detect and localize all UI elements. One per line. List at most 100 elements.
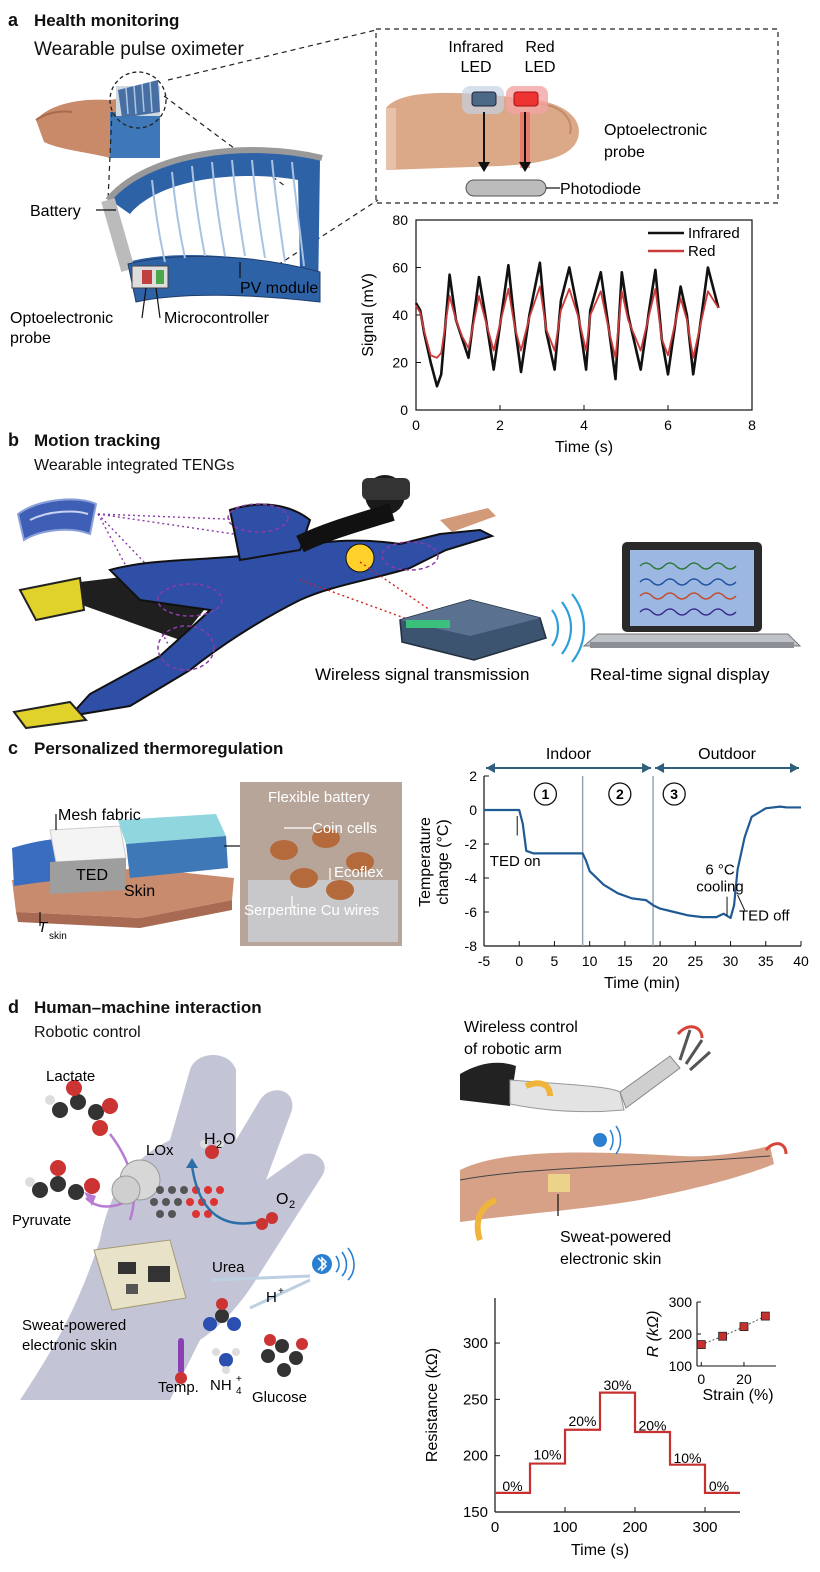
red-label-1: Red bbox=[525, 39, 554, 56]
inset-ytick-label: 300 bbox=[669, 1294, 693, 1310]
res-step-label: 30% bbox=[603, 1377, 631, 1393]
res-xlabel: Time (s) bbox=[571, 1542, 629, 1559]
res-series-line bbox=[495, 1391, 740, 1494]
ted-off-pointer bbox=[737, 894, 746, 911]
thermo-ytick-label: 2 bbox=[469, 768, 477, 784]
thermo-xtick-label: -5 bbox=[478, 953, 491, 969]
pulse-ytick-label: 60 bbox=[392, 260, 408, 276]
inset-data-point bbox=[696, 1340, 706, 1349]
inset-data-point bbox=[718, 1331, 728, 1341]
diver-figure bbox=[12, 475, 496, 730]
panel-a-subtitle: Wearable pulse oximeter bbox=[34, 39, 244, 60]
teng-patch bbox=[16, 498, 98, 542]
panel-b-letter: b bbox=[8, 430, 19, 450]
pulse-ytick-label: 20 bbox=[392, 355, 408, 371]
thermo-region-arrowhead bbox=[642, 763, 652, 773]
res-step-label: 20% bbox=[568, 1413, 596, 1429]
inset-ylabel: R (kΩ) bbox=[645, 1311, 662, 1358]
bluetooth-icon bbox=[312, 1247, 355, 1281]
pyruvate-molecule-icon bbox=[25, 1160, 100, 1200]
panel-c-letter: c bbox=[8, 738, 19, 758]
res-step-label: 10% bbox=[673, 1450, 701, 1466]
inset-data-point bbox=[739, 1322, 749, 1332]
wireless-control-label-2: of robotic arm bbox=[464, 1041, 562, 1058]
thermo-region-arrowhead bbox=[655, 763, 665, 773]
opto-probe-label-1: Optoelectronic bbox=[604, 122, 707, 139]
h2o-molecule-icon bbox=[200, 1140, 224, 1159]
ted-stack bbox=[12, 814, 240, 928]
thermo-ytick-label: -2 bbox=[465, 836, 478, 852]
pv-module-label: PV module bbox=[240, 280, 318, 297]
nh4-label: NH bbox=[210, 1377, 232, 1394]
infrared-label-1: Infrared bbox=[448, 39, 503, 56]
res-step-label: 10% bbox=[533, 1447, 561, 1463]
photodiode-label: Photodiode bbox=[560, 181, 641, 198]
serpentine-label: Serpentine Cu wires bbox=[244, 902, 379, 919]
pulse-xlabel: Time (s) bbox=[555, 439, 613, 456]
panel-a-letter: a bbox=[8, 10, 19, 30]
pulse-xtick-label: 4 bbox=[580, 417, 588, 433]
hplus-label: H bbox=[266, 1289, 277, 1306]
h2o-label-h: H bbox=[204, 1131, 216, 1148]
flexible-battery-photo bbox=[240, 782, 402, 946]
cooling-label-1: 6 °C bbox=[705, 862, 735, 879]
tskin-label: T bbox=[38, 919, 49, 936]
wrist-photo bbox=[35, 71, 167, 158]
res-ytick-label: 200 bbox=[463, 1448, 488, 1465]
photodiode bbox=[465, 179, 560, 197]
pulse-xtick-label: 8 bbox=[748, 417, 756, 433]
thermo-region-label: Outdoor bbox=[698, 746, 756, 763]
res-step-label: 0% bbox=[709, 1478, 729, 1494]
infrared-label-2: LED bbox=[460, 59, 491, 76]
pulse-series-red bbox=[415, 285, 720, 359]
thermo-xtick-label: 20 bbox=[652, 953, 668, 969]
tskin-subscript: skin bbox=[49, 931, 67, 942]
sweat-skin-right-label-1: Sweat-powered bbox=[560, 1229, 671, 1246]
res-ytick-label: 300 bbox=[463, 1335, 488, 1352]
res-xtick-label: 200 bbox=[622, 1519, 647, 1536]
inset-xtick-label: 0 bbox=[697, 1371, 705, 1387]
thermometer-icon bbox=[175, 1338, 187, 1384]
wireless-module bbox=[399, 599, 547, 661]
thermo-xtick-label: 0 bbox=[515, 953, 523, 969]
panel-c-illustration: Mesh fabric TED Skin T skin Flexible bat… bbox=[12, 782, 402, 946]
thermo-ytick-label: 0 bbox=[469, 802, 477, 818]
opto-probe-left-label-1: Optoelectronic bbox=[10, 310, 113, 327]
ted-label: TED bbox=[76, 867, 108, 884]
panel-c-title: Personalized thermoregulation bbox=[34, 739, 284, 758]
robotic-arm-illustration: Wireless control of robotic arm Sweat-po… bbox=[459, 1019, 788, 1268]
o2-label-o: O bbox=[276, 1191, 288, 1208]
panel-a-title: Health monitoring bbox=[34, 11, 180, 30]
panel-d-letter: d bbox=[8, 997, 19, 1017]
pulse-xtick-label: 6 bbox=[664, 417, 672, 433]
thermo-ylabel-1: Temperature bbox=[417, 817, 434, 907]
thermo-phase-marker bbox=[608, 782, 632, 806]
res-xtick-label: 300 bbox=[692, 1519, 717, 1536]
panel-a-illustration: Infrared LED Red LED Optoelectronic prob… bbox=[10, 28, 779, 347]
panel-b-illustration: Wireless signal transmission Real-time s… bbox=[12, 475, 802, 730]
forearm-photo bbox=[459, 1142, 788, 1241]
thermo-region-arrowhead bbox=[486, 763, 495, 773]
pulse-ytick-label: 80 bbox=[392, 212, 408, 228]
thermo-ytick-label: -8 bbox=[465, 938, 478, 954]
nh4-molecule-icon bbox=[212, 1348, 240, 1374]
wireless-waves-icon bbox=[551, 593, 585, 663]
thermo-xtick-label: 40 bbox=[793, 953, 809, 969]
oximeter-device bbox=[101, 147, 323, 303]
pulse-xtick-label: 0 bbox=[412, 417, 420, 433]
panel-b-title: Motion tracking bbox=[34, 431, 161, 450]
res-xtick-label: 100 bbox=[552, 1519, 577, 1536]
pulse-ytick-label: 40 bbox=[392, 307, 408, 323]
lactate-molecule-icon bbox=[45, 1080, 118, 1136]
hplus-sup: + bbox=[278, 1286, 284, 1297]
inset-data-point bbox=[760, 1311, 770, 1321]
thermo-xtick-label: 10 bbox=[582, 953, 598, 969]
temp-label: Temp. bbox=[158, 1379, 199, 1396]
urea-label: Urea bbox=[212, 1259, 245, 1276]
sweat-skin-label-2: electronic skin bbox=[22, 1337, 117, 1354]
pulse-ytick-label: 0 bbox=[400, 402, 408, 418]
thermo-xtick-label: 25 bbox=[688, 953, 704, 969]
pulse-legend-label: Red bbox=[688, 243, 716, 260]
